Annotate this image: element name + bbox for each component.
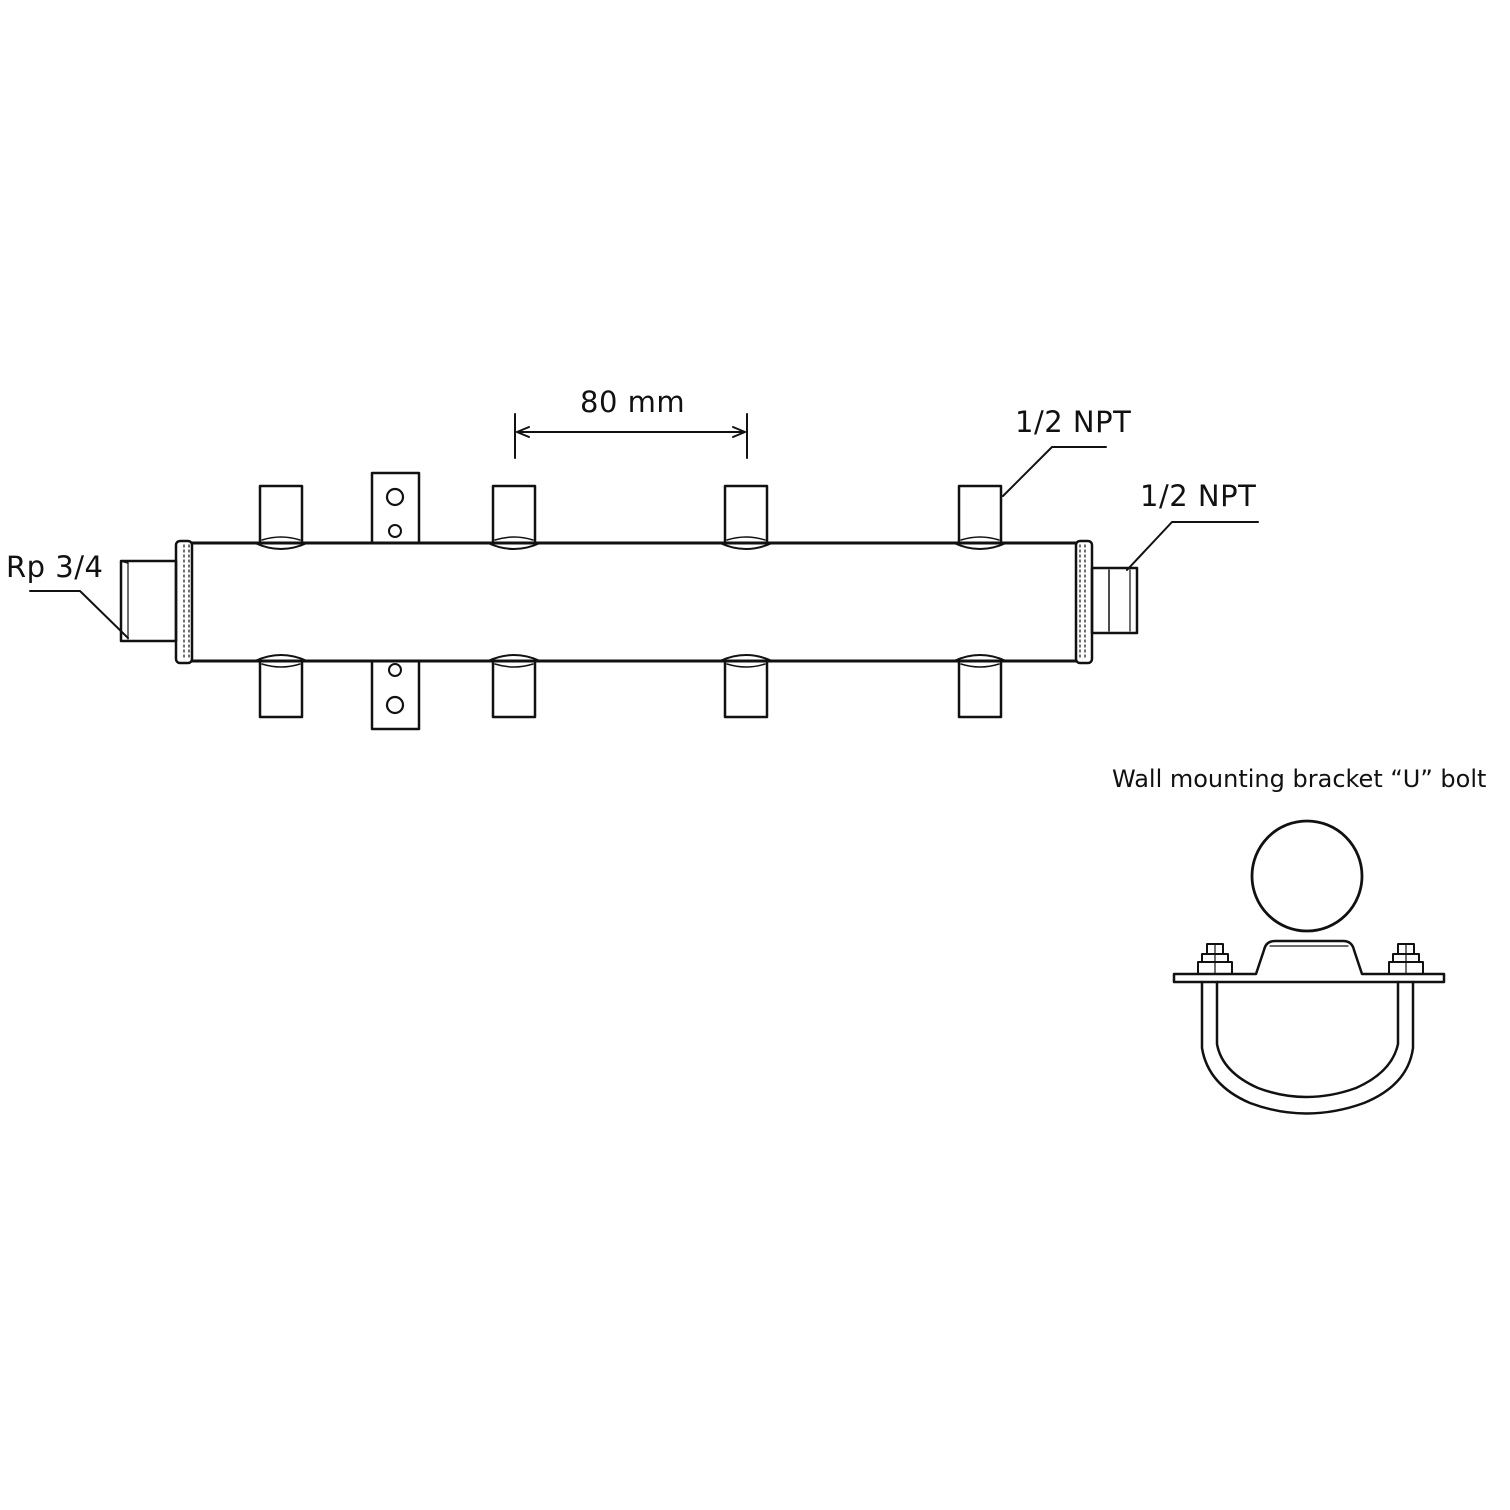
leader-end-outlet: [1127, 522, 1258, 570]
top-outlet-4: [954, 486, 1006, 549]
inlet-fitting: [121, 561, 176, 641]
bottom-outlets: [255, 655, 1006, 717]
leader-top-outlet: [1003, 447, 1106, 496]
mounting-bracket-top: [372, 473, 419, 543]
spacing-label: 80 mm: [580, 385, 686, 419]
inlet-label: Rp 3/4: [6, 550, 104, 584]
bottom-outlet-4: [954, 655, 1006, 717]
leader-inlet: [30, 591, 128, 638]
end-outlet-fitting: [1092, 568, 1137, 633]
bottom-outlet-2: [488, 655, 540, 717]
top-outlets: [255, 486, 1006, 549]
bracket-caption: Wall mounting bracket “U” bolt: [1112, 765, 1487, 793]
top-outlet-2: [488, 486, 540, 549]
mounting-bracket-bottom: [372, 661, 419, 729]
bottom-outlet-3: [720, 655, 772, 717]
top-outlet-label: 1/2 NPT: [1015, 405, 1132, 439]
top-outlet-1: [255, 486, 307, 549]
end-outlet-label: 1/2 NPT: [1140, 479, 1257, 513]
bottom-outlet-1: [255, 655, 307, 717]
manifold-body: [176, 541, 1092, 663]
top-outlet-3: [720, 486, 772, 549]
dimension-80mm: [515, 414, 747, 458]
u-bolt-bracket: [1174, 821, 1444, 1114]
